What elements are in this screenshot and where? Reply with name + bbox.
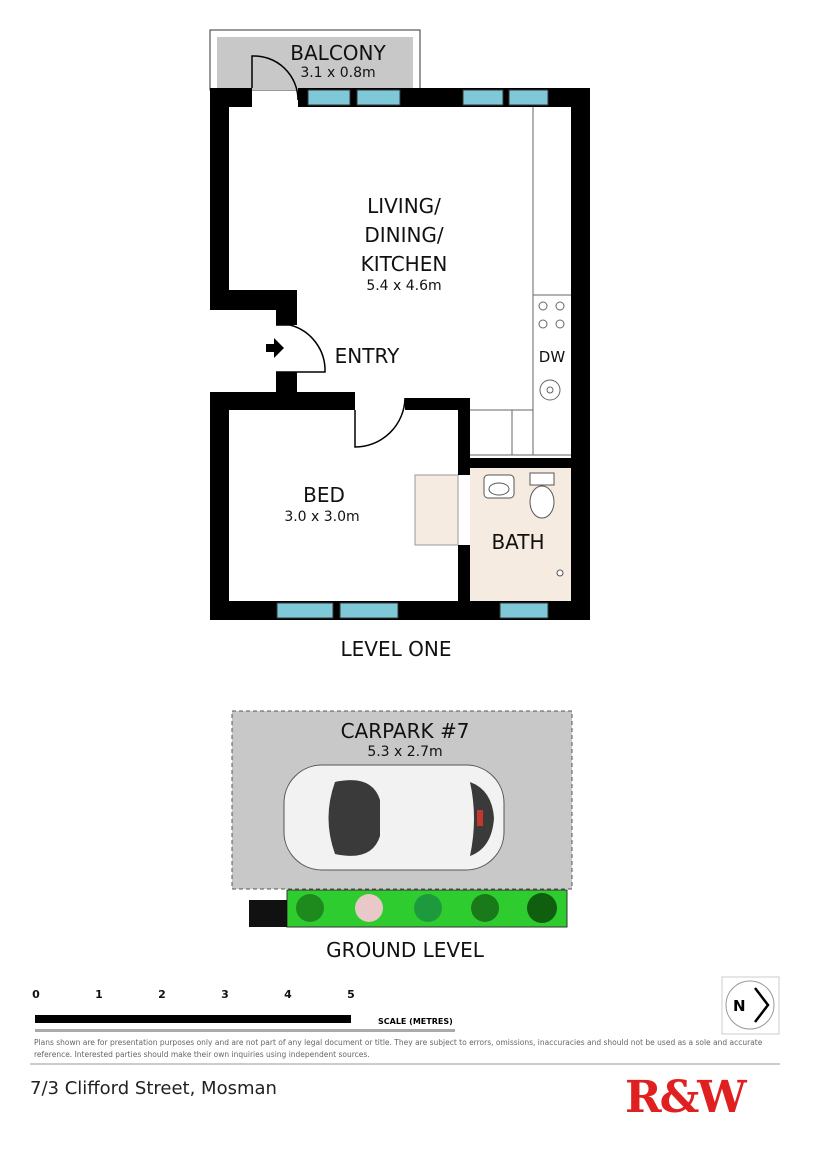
entry-arrow-icon xyxy=(266,338,284,358)
bed-size: 3.0 x 3.0m xyxy=(284,509,359,525)
svg-text:1: 1 xyxy=(95,988,103,1001)
bath-label: BATH xyxy=(491,530,544,554)
svg-text:4: 4 xyxy=(284,988,292,1001)
ground-level-title: GROUND LEVEL xyxy=(326,938,485,962)
carpark-size: 5.3 x 2.7m xyxy=(367,744,442,760)
living-label-1: LIVING/ xyxy=(367,194,441,218)
stairs-block xyxy=(249,900,287,927)
disclaimer: Plans shown are for presentation purpose… xyxy=(34,1038,763,1059)
svg-text:5: 5 xyxy=(347,988,355,1001)
svg-text:2: 2 xyxy=(158,988,166,1001)
entry-label: ENTRY xyxy=(335,344,400,368)
doors xyxy=(251,55,406,448)
scale-label: SCALE (METRES) xyxy=(378,1017,453,1026)
living-label-3: KITCHEN xyxy=(361,252,448,276)
bath-fixtures xyxy=(483,472,564,577)
scale-bar: 0 1 2 3 4 5 SCALE (METRES) xyxy=(32,988,455,1032)
windows xyxy=(276,89,549,619)
brand-logo: R&W xyxy=(625,1072,747,1123)
dishwasher-label: DW xyxy=(539,348,566,366)
level-one-title: LEVEL ONE xyxy=(341,637,452,661)
north-compass-icon: N xyxy=(721,976,780,1035)
balcony-size: 3.1 x 0.8m xyxy=(300,65,375,81)
kitchen-counter xyxy=(470,107,571,456)
plant-icons xyxy=(296,893,557,923)
balcony-label: BALCONY xyxy=(290,41,386,65)
car-icon xyxy=(283,764,505,871)
svg-text:3: 3 xyxy=(221,988,229,1001)
svg-text:N: N xyxy=(733,997,746,1015)
living-label-2: DINING/ xyxy=(364,223,444,247)
carpark-label: CARPARK #7 xyxy=(341,719,470,743)
svg-text:0: 0 xyxy=(32,988,40,1001)
property-address: 7/3 Clifford Street, Mosman xyxy=(30,1078,277,1099)
bed-label: BED xyxy=(303,483,345,507)
living-size: 5.4 x 4.6m xyxy=(366,278,441,294)
